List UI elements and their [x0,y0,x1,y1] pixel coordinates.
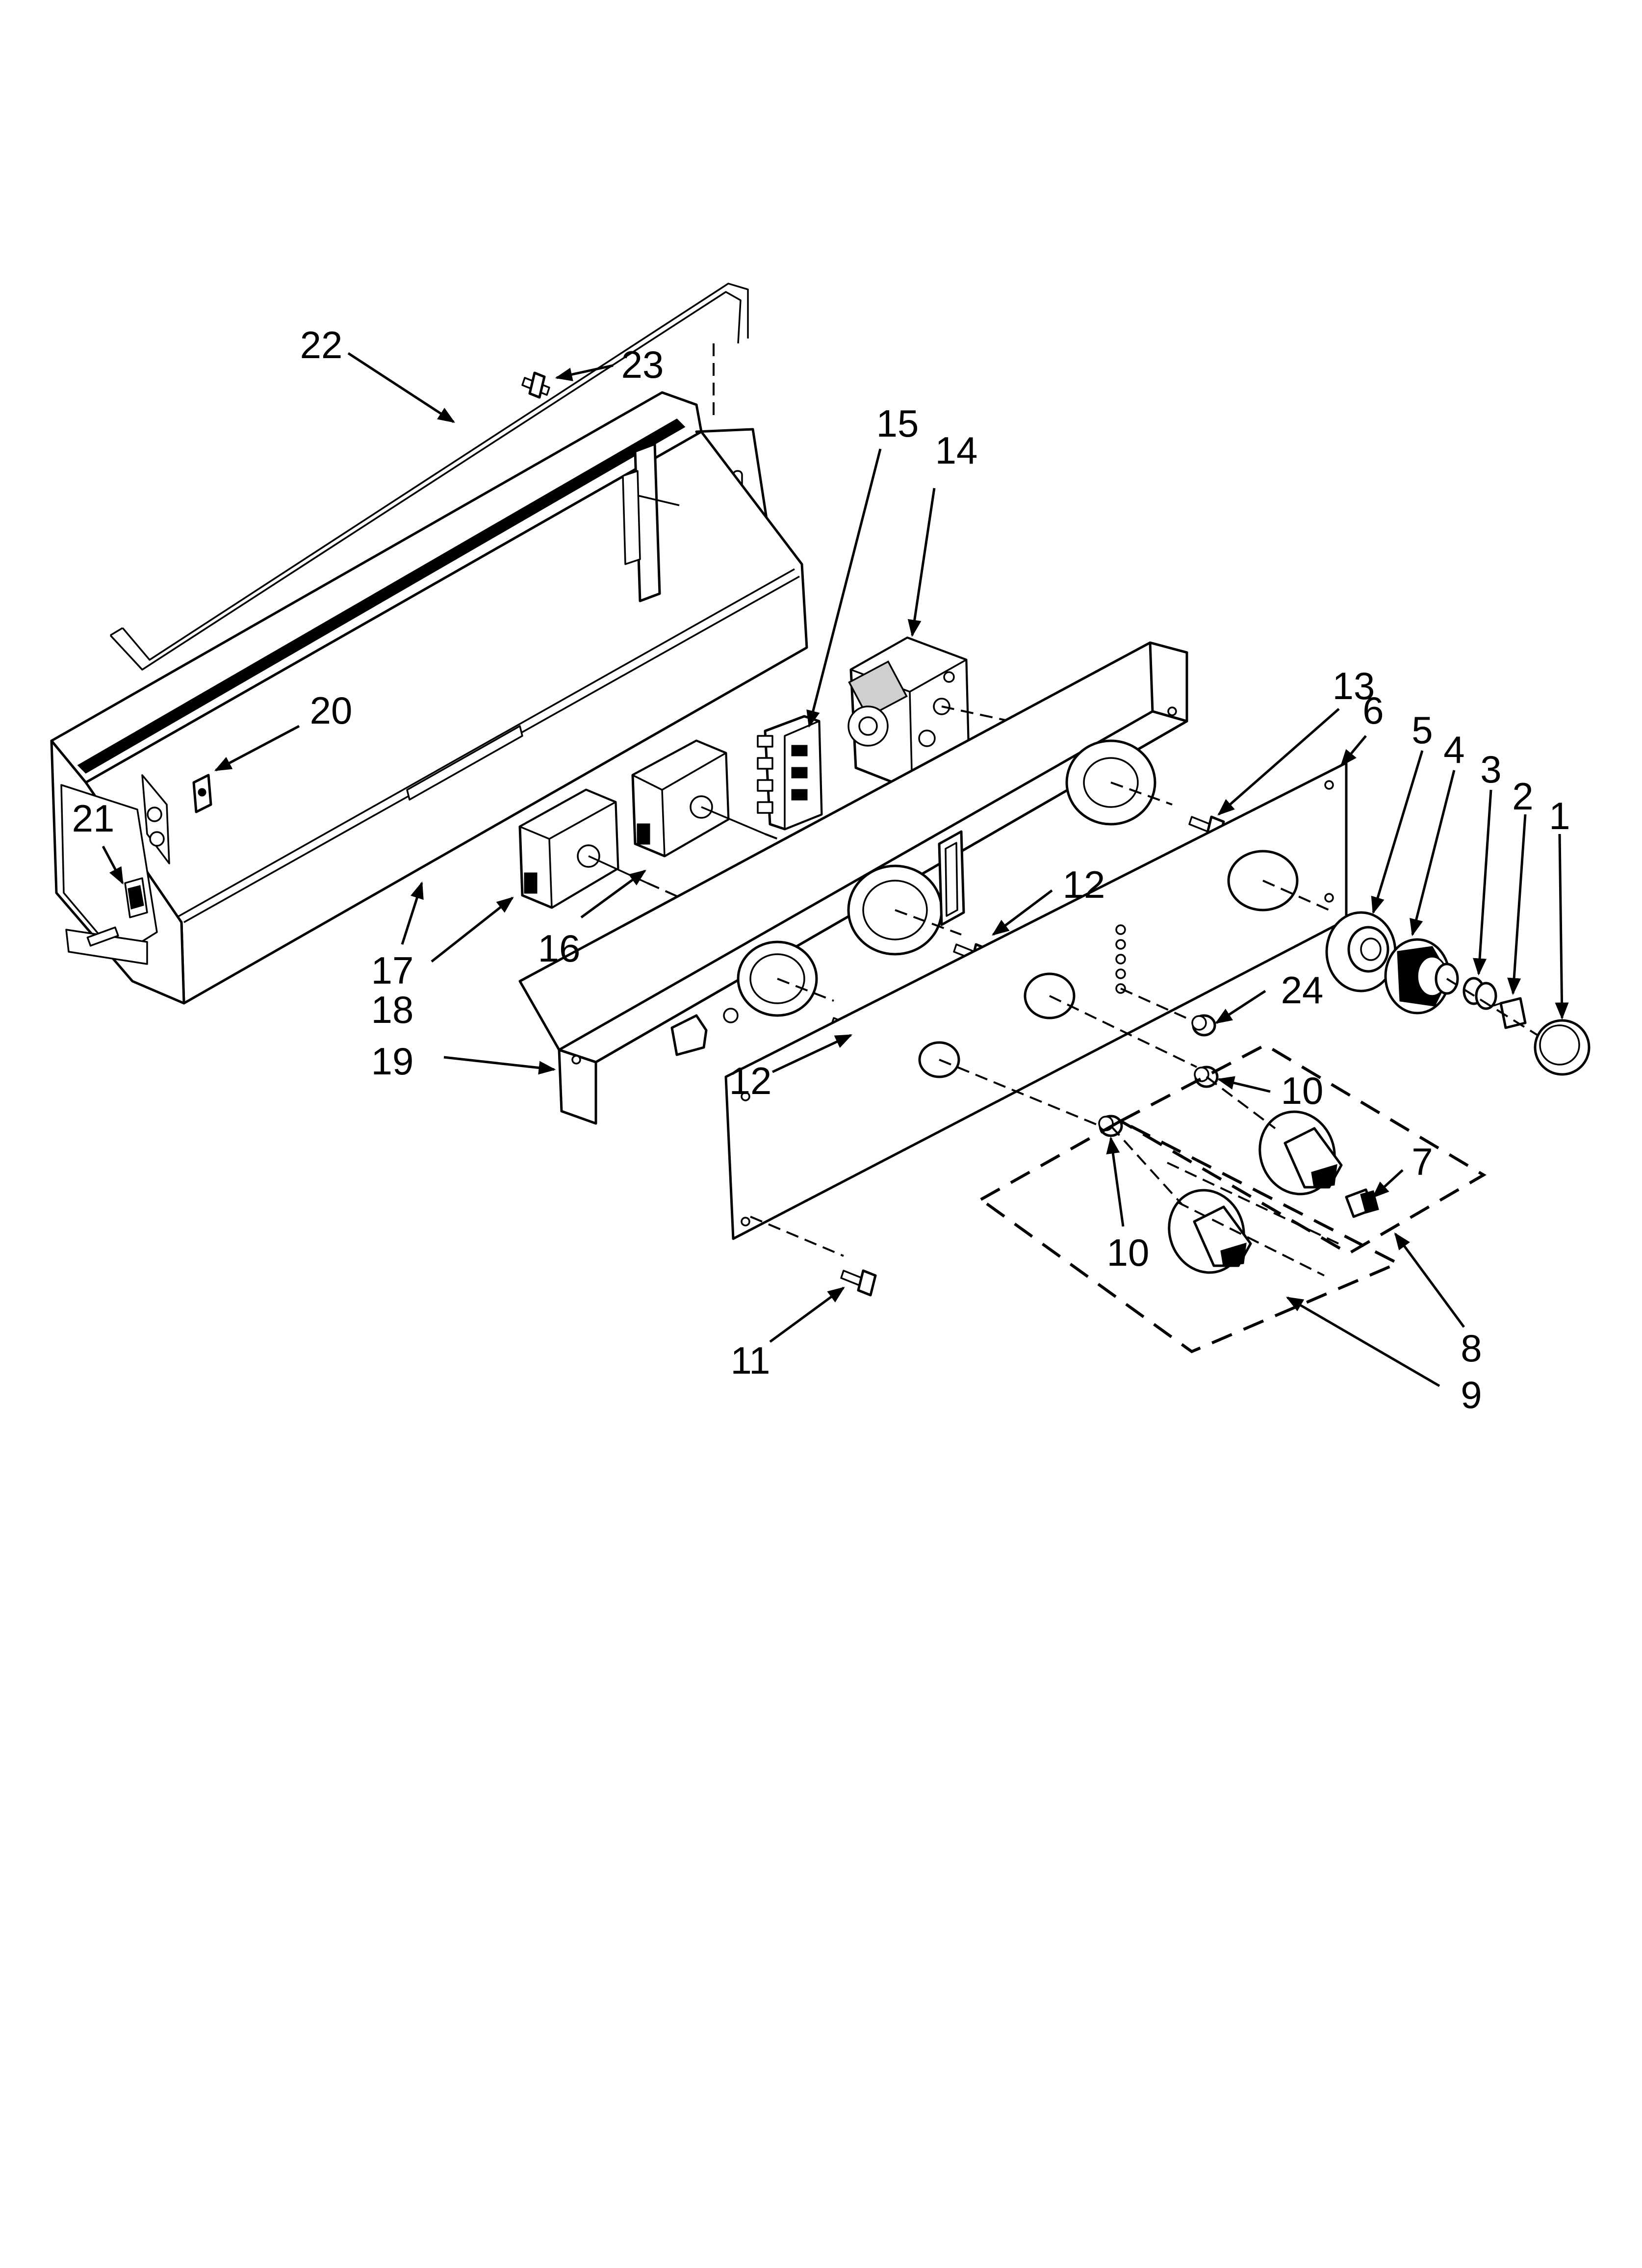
leaders [102,352,1569,1387]
knob-lower [1110,1125,1252,1274]
push-knob [1384,938,1459,1015]
knob-pointer [1345,1188,1379,1218]
callout-10-upper: 10 [1281,1069,1324,1112]
knob-insert-upper [1194,1066,1219,1088]
screw-end-cap [124,877,148,918]
callout-11: 11 [731,1339,770,1382]
callout-15: 15 [876,402,919,445]
knob-kit-box-inner [1117,1043,1487,1255]
control-panel [518,641,1188,1125]
front-bezel [724,761,1348,1257]
callout-5: 5 [1411,708,1433,752]
terminal-block [757,715,823,831]
callout-1: 1 [1549,794,1570,837]
callout-12-lower: 12 [729,1059,772,1102]
screw-11 [840,1269,877,1297]
callout-12-upper: 12 [1063,863,1105,906]
callout-10-lower: 10 [1107,1231,1150,1274]
callout-20: 20 [310,689,353,732]
switch-left [518,788,692,909]
callout-labels: 1 2 3 4 5 6 7 8 9 10 10 11 12 12 13 14 1… [72,323,1570,1416]
callout-2: 2 [1512,775,1533,818]
callout-13: 13 [1333,664,1375,707]
retainer-clip [1493,997,1527,1029]
knob-kit-box-outer [978,1119,1402,1354]
callout-23: 23 [621,343,664,386]
cap [1446,978,1591,1076]
clip [192,774,212,813]
callout-14: 14 [935,429,978,472]
screw-top [521,371,550,399]
knob-base [1325,911,1397,992]
switch-right [631,739,829,860]
callout-4: 4 [1443,728,1464,771]
callout-22: 22 [300,323,343,366]
callout-9: 9 [1461,1373,1482,1416]
callout-16: 16 [538,927,581,970]
spring-washer [1462,977,1497,1010]
callout-24: 24 [1281,968,1324,1012]
callout-21: 21 [72,797,115,840]
callout-6: 6 [1362,689,1384,732]
callout-7: 7 [1411,1140,1433,1183]
callout-3: 3 [1480,748,1501,791]
indicator-plug [1191,1014,1216,1037]
callout-19: 19 [371,1040,414,1083]
callout-17: 17 [371,949,414,992]
console-housing [50,391,808,1005]
callout-8: 8 [1461,1327,1482,1370]
callout-18: 18 [371,988,414,1031]
knob-upper [1206,1076,1343,1196]
top-wire-rod [109,283,749,671]
